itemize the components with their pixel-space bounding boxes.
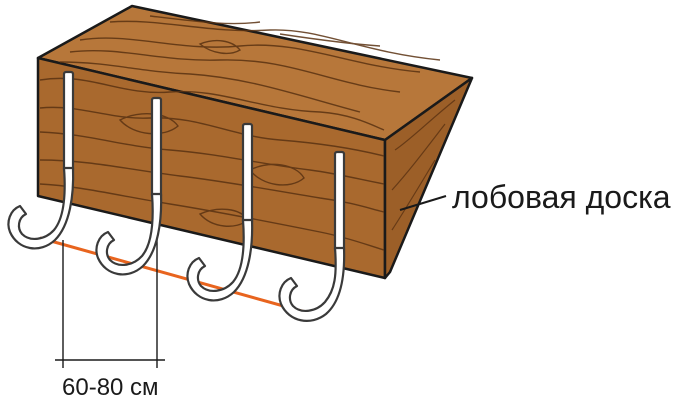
gutter-hook-1: [7, 70, 75, 250]
gutter-hook-2: [95, 96, 163, 276]
board-label: лобовая доска: [452, 179, 671, 215]
gutter-hook-4: [278, 150, 346, 322]
wood-grain-side: [391, 99, 456, 231]
board-side-face: [383, 76, 474, 280]
gutter-slope-line: [39, 236, 306, 314]
gutter-hooks: [7, 70, 346, 322]
wood-grain-top: [59, 15, 441, 113]
spacing-label: 60-80 см: [62, 374, 159, 401]
gutter-hook-3: [186, 122, 254, 302]
fascia-board: [36, 4, 474, 280]
board-label-leader: [399, 195, 447, 211]
